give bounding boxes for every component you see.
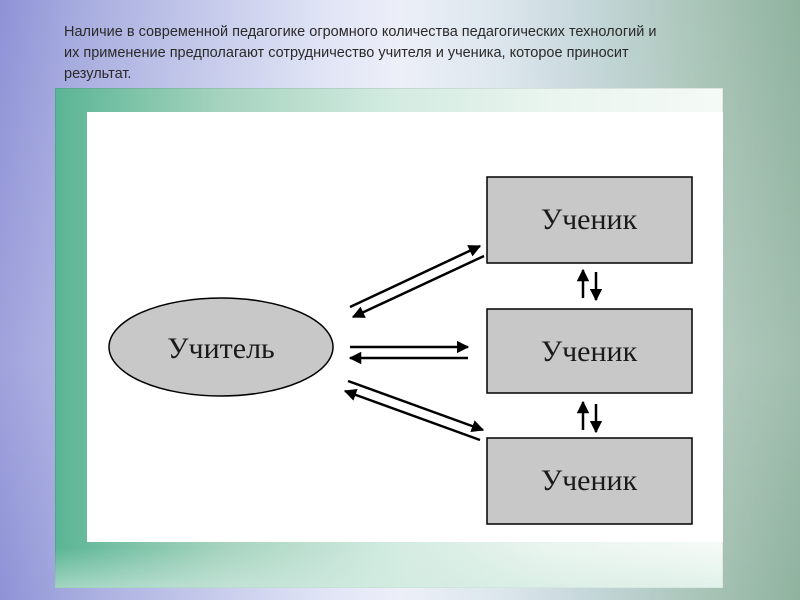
student-box-1 bbox=[486, 176, 693, 264]
student-box-3 bbox=[486, 437, 693, 525]
arrow-pair-teacher-student-2 bbox=[348, 340, 470, 365]
teacher-node bbox=[108, 297, 334, 397]
slide-caption: Наличие в современной педагогике огромно… bbox=[64, 24, 657, 82]
teacher-label: Учитель bbox=[167, 332, 274, 365]
arrow-pair-teacher-student-3 bbox=[343, 379, 485, 442]
arrow-pair-teacher-student-1 bbox=[349, 244, 485, 319]
student-label-3: Ученик bbox=[541, 464, 638, 497]
student-label-1: Ученик bbox=[541, 203, 638, 236]
student-box-2 bbox=[486, 308, 693, 394]
student-label-2: Ученик bbox=[541, 335, 638, 368]
arrow-pair-student-1-2 bbox=[576, 268, 603, 302]
arrow-pair-student-2-3 bbox=[576, 400, 603, 434]
